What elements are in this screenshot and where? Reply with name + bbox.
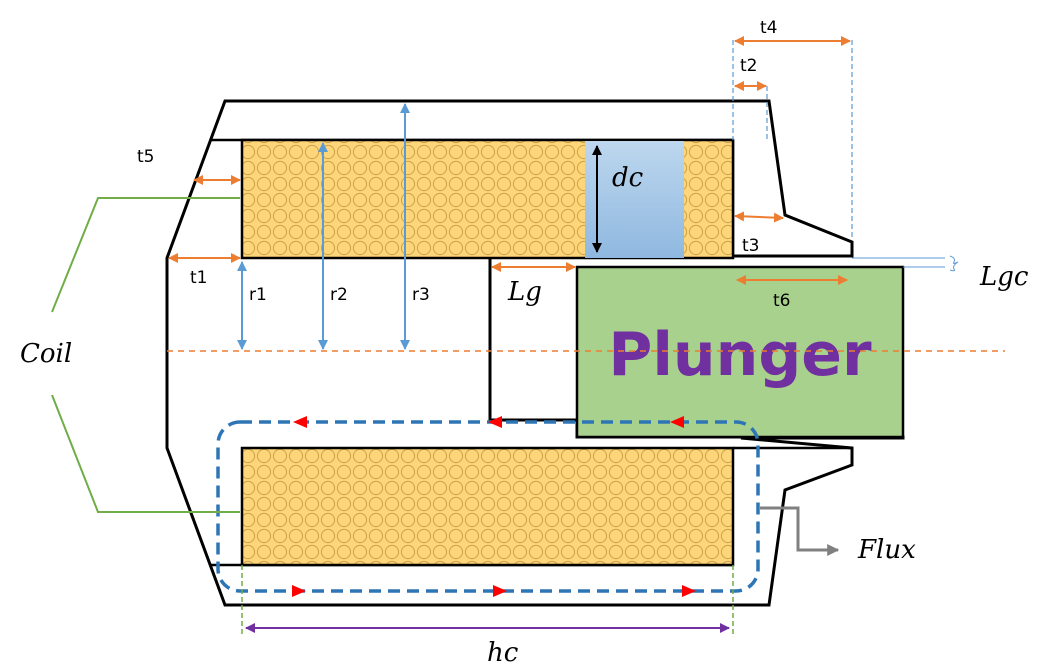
hc-label: hc [487, 638, 519, 668]
dc-gap-block [585, 141, 684, 258]
flux-arrows-top [293, 416, 684, 428]
t3-label: t3 [742, 236, 759, 256]
t4-label: t4 [760, 18, 777, 38]
t5-label: t5 [137, 147, 154, 167]
dc-label: dc [612, 163, 644, 193]
t6-label: t6 [773, 291, 790, 311]
lg-label: Lg [507, 277, 542, 307]
r1-label: r1 [249, 285, 267, 305]
plunger [575, 265, 905, 439]
lgc-brace [949, 255, 959, 272]
r2-label: r2 [330, 285, 348, 305]
t2-label: t2 [740, 56, 757, 76]
t1-label: t1 [190, 268, 207, 288]
lower-coil [240, 446, 735, 567]
coil-leader-lower [51, 394, 240, 513]
flux-label: Flux [857, 535, 916, 565]
flux-pointer [760, 506, 840, 556]
flux-arrows-bottom [292, 585, 696, 597]
coil-label: Coil [20, 339, 72, 369]
r3-label: r3 [412, 285, 430, 305]
coil-leader-upper [51, 197, 240, 313]
plunger-label: Plunger [608, 320, 872, 390]
t3-dimension [734, 211, 784, 223]
lgc-label: Lgc [979, 262, 1029, 292]
